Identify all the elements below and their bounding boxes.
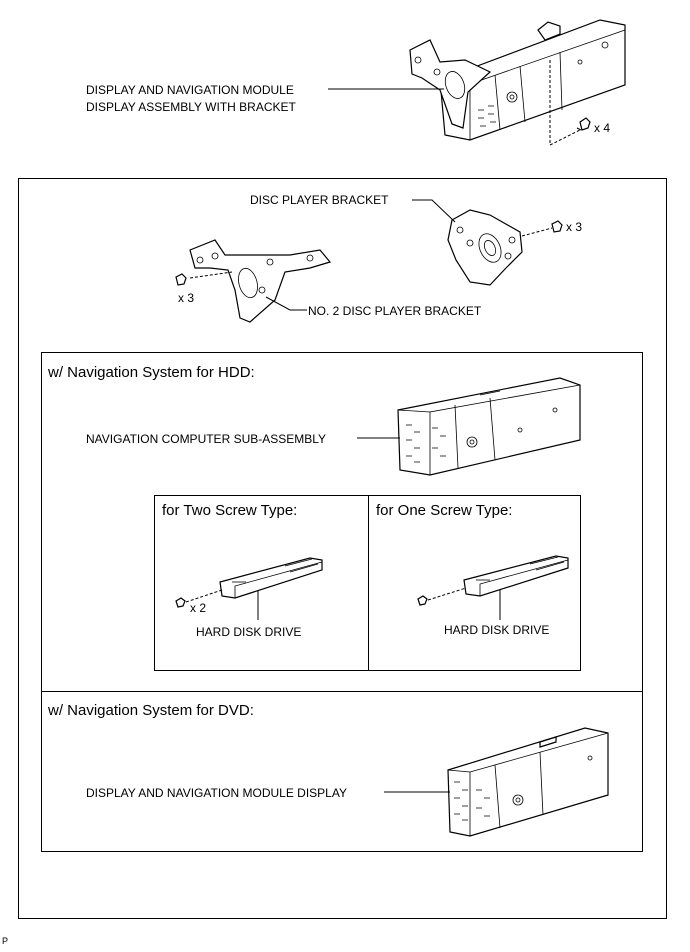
no2-bracket-screw-count: x 3 <box>178 291 195 305</box>
one-screw-type-title: for One Screw Type: <box>376 502 513 519</box>
hard-disk-drive-one-screw-illustration <box>417 555 569 606</box>
navigation-computer-label: NAVIGATION COMPUTER SUB-ASSEMBLY <box>86 432 327 446</box>
corner-mark: P <box>2 936 9 946</box>
main-frame <box>18 178 667 919</box>
hard-disk-drive-two-screw-illustration <box>175 557 323 608</box>
dvd-display-label: DISPLAY AND NAVIGATION MODULE DISPLAY <box>86 786 347 800</box>
module-label-line2: DISPLAY ASSEMBLY WITH BRACKET <box>86 100 296 114</box>
module-label-line1: DISPLAY AND NAVIGATION MODULE <box>86 83 294 97</box>
navigation-variants-frame <box>41 352 643 852</box>
dvd-display-module-illustration <box>447 727 609 837</box>
display-assembly-with-bracket-illustration <box>409 19 626 146</box>
dvd-section-title: w/ Navigation System for DVD: <box>48 702 254 719</box>
two-screw-type-title: for Two Screw Type: <box>162 502 298 519</box>
no2-disc-player-bracket-illustration <box>175 239 332 323</box>
disc-player-bracket-leader <box>412 199 456 223</box>
hdd-one-screw-label: HARD DISK DRIVE <box>444 623 550 637</box>
disc-player-screw-count: x 3 <box>566 220 583 234</box>
top-screw-count: x 4 <box>594 121 611 135</box>
two-screw-count: x 2 <box>190 601 207 615</box>
dvd-section-divider <box>41 691 643 692</box>
navigation-computer-illustration <box>397 377 581 476</box>
disc-player-bracket-label: DISC PLAYER BRACKET <box>250 193 389 207</box>
disc-player-bracket-illustration <box>447 209 563 286</box>
no2-bracket-leader <box>265 296 307 311</box>
hdd-section-title: w/ Navigation System for HDD: <box>48 364 255 381</box>
one-screw-type-panel <box>368 495 581 671</box>
no2-bracket-label: NO. 2 DISC PLAYER BRACKET <box>308 304 482 318</box>
hdd-two-screw-label: HARD DISK DRIVE <box>196 625 302 639</box>
